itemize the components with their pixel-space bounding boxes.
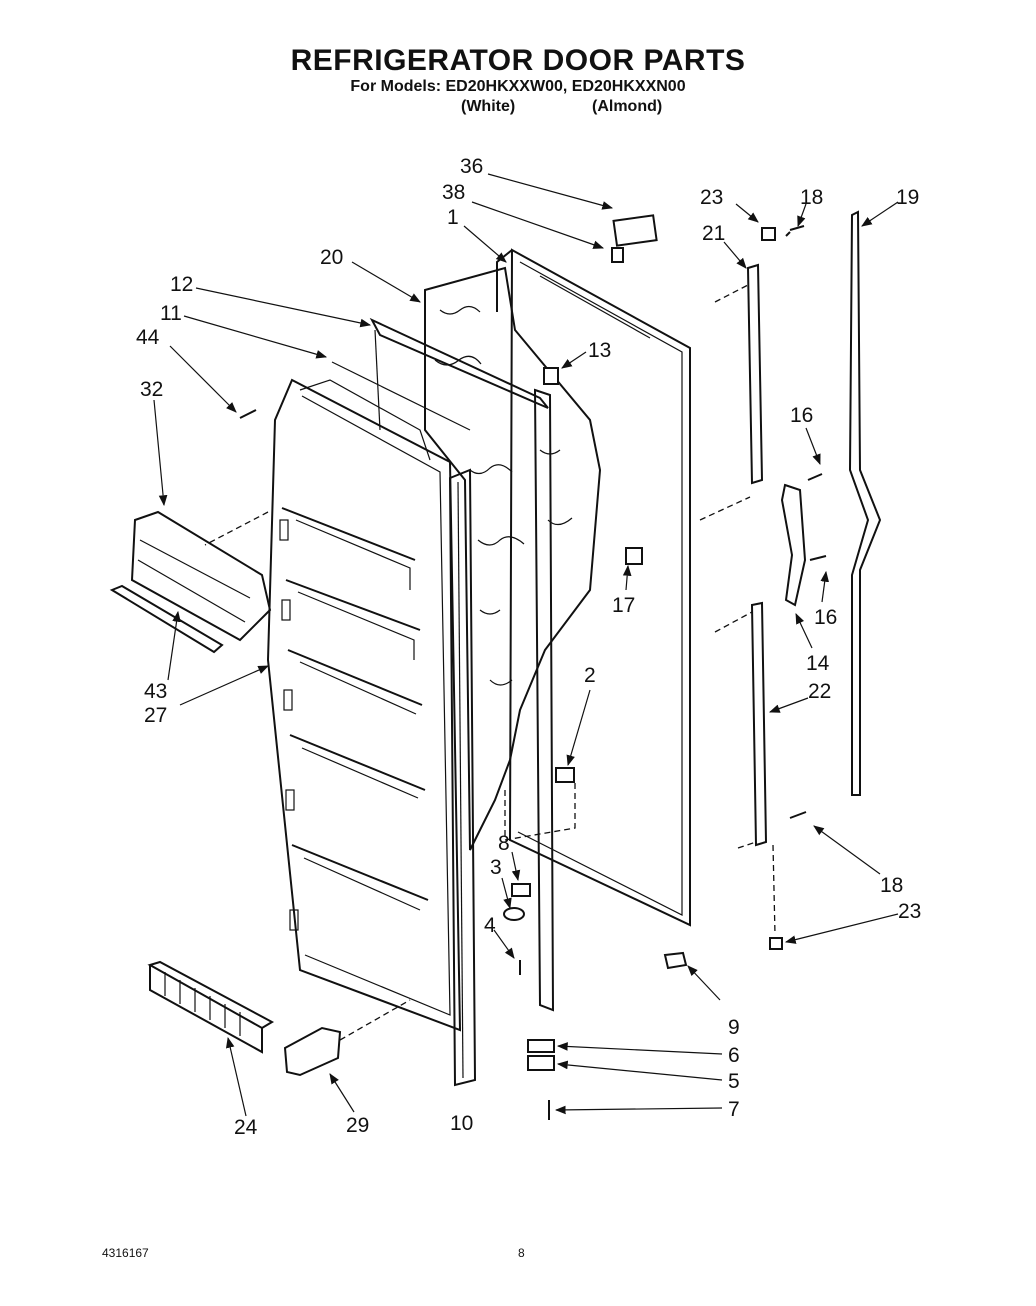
callout-2: 2 bbox=[584, 664, 596, 687]
callout-5: 5 bbox=[728, 1070, 740, 1093]
callout-3: 3 bbox=[490, 856, 502, 879]
callout-38: 38 bbox=[442, 181, 465, 204]
callout-4: 4 bbox=[484, 914, 496, 937]
callout-43: 43 bbox=[144, 680, 167, 703]
door-liner bbox=[266, 378, 462, 1032]
document-number: 4316167 bbox=[102, 1246, 149, 1260]
callout-17: 17 bbox=[612, 594, 635, 617]
callout-11: 11 bbox=[160, 302, 182, 325]
door-gasket bbox=[448, 388, 555, 1087]
page-number: 8 bbox=[518, 1246, 525, 1260]
small-hardware bbox=[239, 214, 688, 1120]
callout-16-lower: 16 bbox=[814, 606, 837, 629]
callout-12: 12 bbox=[170, 273, 193, 296]
callout-44: 44 bbox=[136, 326, 160, 349]
callout-1: 1 bbox=[447, 206, 459, 229]
variant-almond-label: (Almond) bbox=[592, 98, 663, 115]
callout-18-bottom: 18 bbox=[880, 874, 903, 897]
dispenser-cover bbox=[109, 510, 272, 654]
callout-18-top: 18 bbox=[800, 186, 823, 209]
callout-10: 10 bbox=[450, 1112, 473, 1135]
callout-9: 9 bbox=[728, 1016, 740, 1039]
breaker-frame bbox=[331, 317, 549, 431]
callout-29: 29 bbox=[346, 1114, 369, 1137]
models-line: For Models: ED20HKXXW00, ED20HKXXN00 bbox=[350, 78, 686, 95]
callout-6: 6 bbox=[728, 1044, 740, 1067]
callout-22: 22 bbox=[808, 680, 831, 703]
callout-27: 27 bbox=[144, 704, 167, 727]
callout-23-bottom: 23 bbox=[898, 900, 921, 923]
callout-labels: 36 38 1 20 12 11 44 32 13 23 18 19 21 16… bbox=[136, 155, 921, 1139]
callout-8: 8 bbox=[498, 832, 510, 855]
page-title: REFRIGERATOR DOOR PARTS bbox=[290, 44, 746, 77]
callout-24: 24 bbox=[234, 1116, 258, 1139]
callout-23-top: 23 bbox=[700, 186, 723, 209]
callout-36: 36 bbox=[460, 155, 483, 178]
callout-14: 14 bbox=[806, 652, 830, 675]
leader-lines bbox=[153, 173, 899, 1117]
grille-and-bracket bbox=[147, 960, 411, 1077]
callout-7: 7 bbox=[728, 1098, 740, 1121]
hinge-side-trim bbox=[699, 210, 882, 950]
callout-21: 21 bbox=[702, 222, 725, 245]
callout-32: 32 bbox=[140, 378, 163, 401]
variant-white-label: (White) bbox=[461, 98, 516, 115]
callout-13: 13 bbox=[588, 339, 611, 362]
callout-16-upper: 16 bbox=[790, 404, 813, 427]
callout-20: 20 bbox=[320, 246, 343, 269]
outer-door-panel bbox=[496, 248, 691, 927]
callout-19: 19 bbox=[896, 186, 919, 209]
